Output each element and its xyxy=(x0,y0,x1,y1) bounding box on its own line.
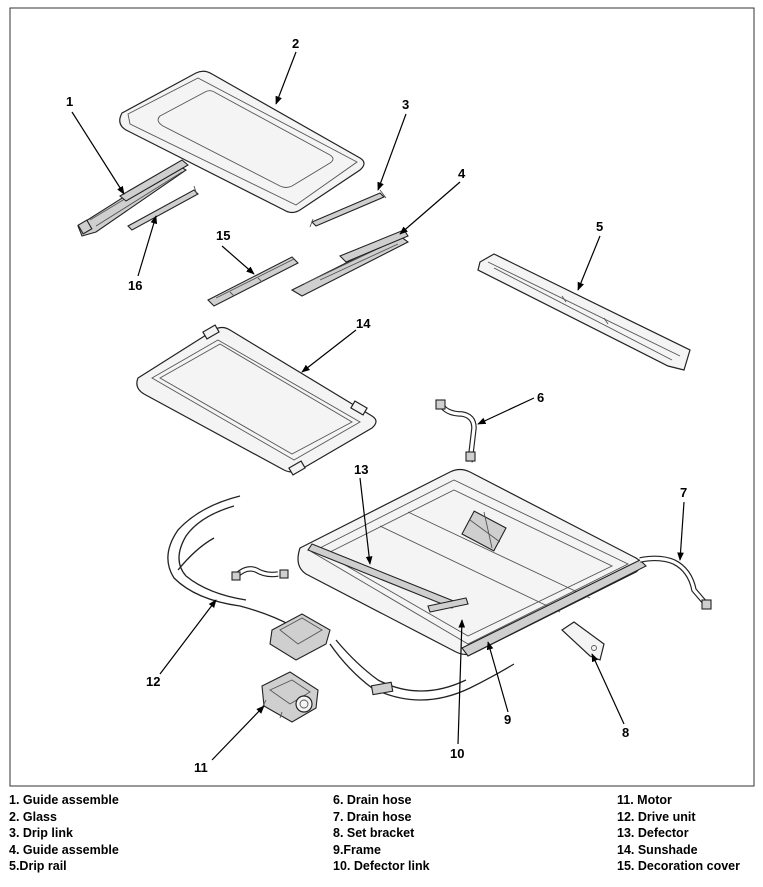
sunroof-exploded-diagram: 1 2 3 4 5 6 7 8 9 10 11 12 13 14 15 16 xyxy=(9,7,755,787)
legend-item: 4. Guide assemble xyxy=(9,842,119,857)
parts-legend: 1. Guide assemble 2. Glass 3. Drip link … xyxy=(0,792,763,887)
leader-lines xyxy=(71,51,685,761)
sunshade-part xyxy=(136,324,377,476)
callout-9: 9 xyxy=(504,712,511,727)
drive-unit-part xyxy=(167,495,515,701)
callout-1: 1 xyxy=(66,94,73,109)
legend-item: 10. Defector link xyxy=(333,859,430,874)
callout-13: 13 xyxy=(354,462,368,477)
drain-hose-right-part xyxy=(639,555,712,610)
legend-item: 14. Sunshade xyxy=(617,842,698,857)
drain-hose-upper-part xyxy=(435,399,477,463)
legend-item: 13. Defector xyxy=(617,826,689,841)
legend-item: 2. Glass xyxy=(9,809,57,824)
legend-column-3: 11. Motor 12. Drive unit 13. Defector 14… xyxy=(617,792,740,875)
callout-15: 15 xyxy=(216,228,230,243)
legend-item: 9.Frame xyxy=(333,842,381,857)
callout-3: 3 xyxy=(402,97,409,112)
decoration-cover-part xyxy=(207,256,299,307)
drain-hose-left-part xyxy=(231,566,289,581)
legend-item: 8. Set bracket xyxy=(333,826,415,841)
guide-assemble-left-part xyxy=(77,159,189,237)
callout-12: 12 xyxy=(146,674,160,689)
drip-link-part xyxy=(309,189,387,228)
callout-4: 4 xyxy=(458,166,466,181)
callout-8: 8 xyxy=(622,725,629,740)
legend-column-2: 6. Drain hose 7. Drain hose 8. Set brack… xyxy=(333,792,430,875)
callout-16: 16 xyxy=(128,278,142,293)
drip-rail-part xyxy=(477,253,691,371)
diagram-border xyxy=(9,7,755,787)
callout-5: 5 xyxy=(596,219,603,234)
legend-item: 15. Decoration cover xyxy=(617,859,740,874)
callout-7: 7 xyxy=(680,485,687,500)
legend-item: 6. Drain hose xyxy=(333,793,412,807)
legend-item: 5.Drip rail xyxy=(9,859,67,874)
set-bracket-part xyxy=(561,621,605,661)
legend-item: 7. Drain hose xyxy=(333,809,412,824)
drip-rail-small-part xyxy=(127,185,199,231)
guide-assemble-right-part xyxy=(290,229,410,297)
glass-part xyxy=(119,70,365,214)
legend-item: 12. Drive unit xyxy=(617,809,696,824)
motor-part xyxy=(261,671,319,723)
frame-part xyxy=(297,468,647,657)
callout-14: 14 xyxy=(356,316,371,331)
callout-2: 2 xyxy=(292,36,299,51)
legend-item: 1. Guide assemble xyxy=(9,793,119,807)
legend-column-1: 1. Guide assemble 2. Glass 3. Drip link … xyxy=(9,792,119,875)
defector-part xyxy=(307,543,457,609)
legend-item: 3. Drip link xyxy=(9,826,73,841)
callout-6: 6 xyxy=(537,390,544,405)
callout-10: 10 xyxy=(450,746,464,761)
legend-item: 11. Motor xyxy=(617,793,672,807)
defector-link-part xyxy=(427,597,469,613)
callout-11: 11 xyxy=(194,760,208,775)
